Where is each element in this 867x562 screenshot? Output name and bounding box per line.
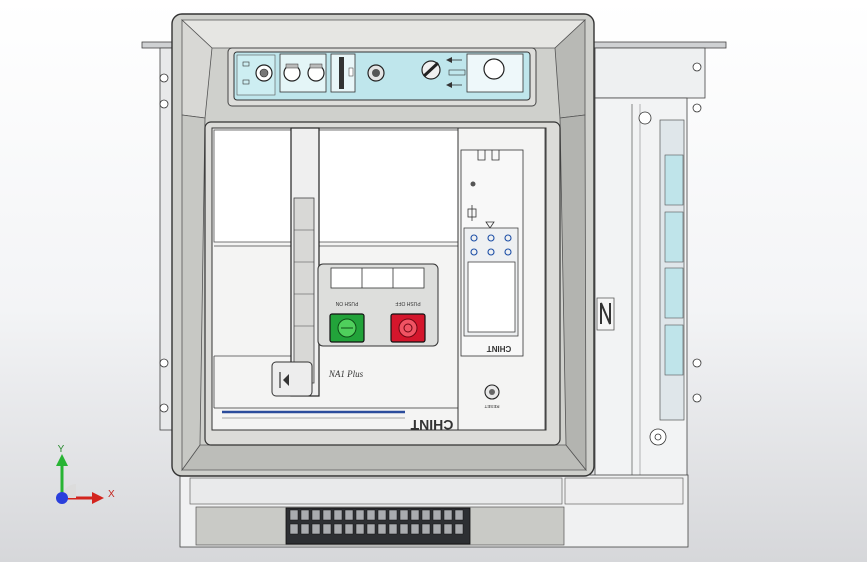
terminal-slot <box>399 523 409 535</box>
terminal-slot <box>311 523 321 535</box>
push-off-button[interactable] <box>390 313 426 343</box>
reset-label: RESET <box>484 404 499 409</box>
terminal-slot <box>454 509 464 521</box>
push-on-button[interactable] <box>329 313 365 343</box>
terminal-slot <box>344 523 354 535</box>
trip-controller <box>457 127 547 431</box>
terminal-slot <box>366 509 376 521</box>
axis-y-label: Y <box>58 444 65 455</box>
terminal-slot <box>322 509 332 521</box>
push-off-label: PUSH OFF <box>395 300 420 306</box>
terminal-slot <box>410 509 420 521</box>
terminal-slot <box>454 523 464 535</box>
terminal-slot <box>421 509 431 521</box>
charging-handle[interactable] <box>271 127 320 397</box>
terminal-slot <box>333 523 343 535</box>
brand-logo: CHINT <box>410 417 453 433</box>
terminal-slot <box>421 523 431 535</box>
axis-x-label: X <box>108 489 115 500</box>
controller-display <box>467 261 516 333</box>
model-name: NA1 Plus <box>328 369 364 379</box>
terminal-slot <box>366 523 376 535</box>
terminal-slot <box>377 509 387 521</box>
terminal-slot <box>289 509 299 521</box>
drawout-cradle <box>141 41 727 548</box>
terminal-slot <box>443 509 453 521</box>
controller-brand: CHINT <box>487 344 512 353</box>
terminal-slot <box>300 509 310 521</box>
terminal-slot <box>311 509 321 521</box>
terminal-slot <box>388 509 398 521</box>
terminal-slot <box>399 509 409 521</box>
terminal-block <box>285 507 471 545</box>
terminal-slot <box>443 523 453 535</box>
terminal-slot <box>355 509 365 521</box>
push-on-label: PUSH ON <box>335 300 358 306</box>
terminal-slot <box>410 523 420 535</box>
terminal-slot <box>432 509 442 521</box>
terminal-slot <box>289 523 299 535</box>
terminal-slot <box>432 523 442 535</box>
axis-triad <box>56 454 104 504</box>
terminal-slot <box>322 523 332 535</box>
terminal-slot <box>333 509 343 521</box>
terminal-slot <box>344 509 354 521</box>
terminal-slot <box>388 523 398 535</box>
terminal-slot <box>377 523 387 535</box>
terminal-slot <box>355 523 365 535</box>
terminal-slot <box>300 523 310 535</box>
indicator-strip <box>227 47 537 107</box>
padlock-hole-icon <box>483 58 505 80</box>
